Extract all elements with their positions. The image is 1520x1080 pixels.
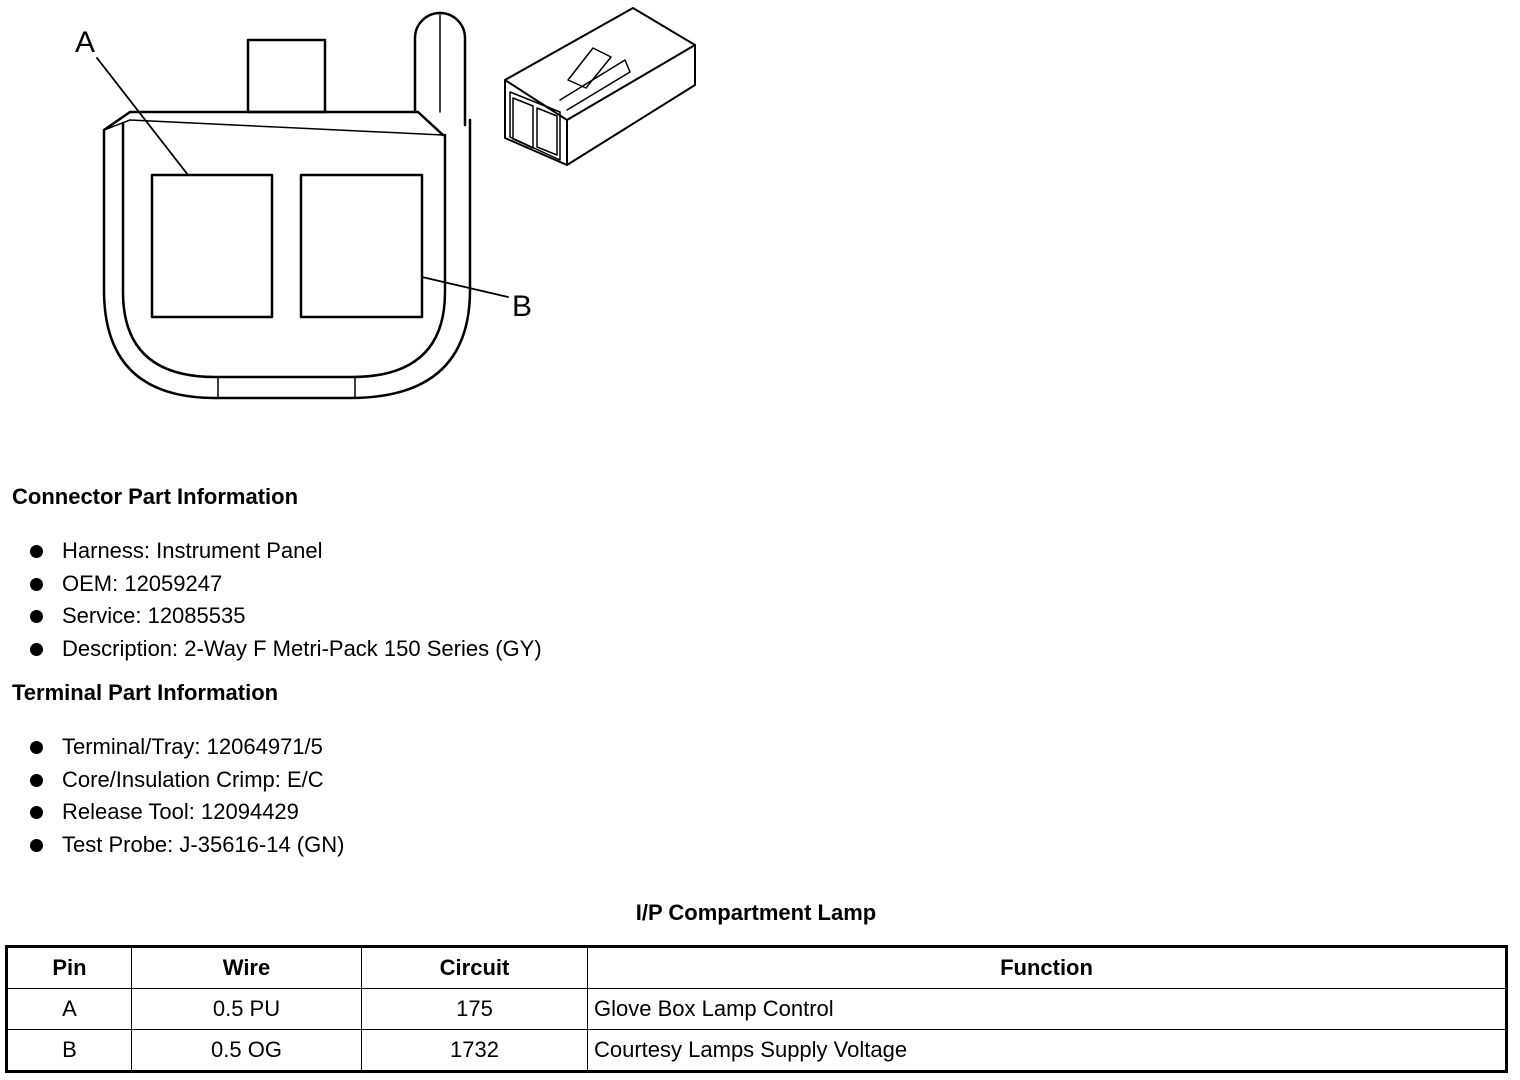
connector-face — [96, 11, 509, 400]
terminal-info-title: Terminal Part Information — [12, 680, 279, 705]
pinout-table: Pin Wire Circuit Function A 0.5 PU 175 G… — [5, 945, 1508, 1073]
header-pin: Pin — [6, 946, 132, 989]
terminal-info-list: Terminal/Tray: 12064971/5 Core/Insulatio… — [28, 731, 344, 862]
table-title: I/P Compartment Lamp — [635, 900, 877, 925]
bullet-icon — [30, 806, 43, 820]
list-item: Terminal/Tray: 12064971/5 — [28, 731, 344, 764]
cell-circuit: 175 — [361, 988, 588, 1030]
list-item: OEM: 12059247 — [28, 568, 542, 601]
table-row: B 0.5 OG 1732 Courtesy Lamps Supply Volt… — [6, 1029, 1507, 1072]
connector-diagram: A B — [75, 7, 696, 400]
cell-pin: A — [6, 988, 132, 1030]
list-item: Harness: Instrument Panel — [28, 535, 542, 568]
bullet-icon — [30, 610, 43, 624]
bullet-icon — [30, 773, 43, 787]
list-item: Core/Insulation Crimp: E/C — [28, 764, 344, 797]
cell-function: Courtesy Lamps Supply Voltage — [587, 1029, 1507, 1072]
cell-wire: 0.5 PU — [131, 988, 362, 1030]
cavity-a — [150, 173, 274, 319]
header-circuit: Circuit — [361, 946, 588, 989]
table-header-row: Pin Wire Circuit Function — [6, 946, 1507, 989]
list-item: Release Tool: 12094429 — [28, 796, 344, 829]
connector-info-title: Connector Part Information — [12, 484, 299, 509]
header-wire: Wire — [131, 946, 362, 989]
cell-circuit: 1732 — [361, 1029, 588, 1072]
cell-wire: 0.5 OG — [131, 1029, 362, 1072]
bullet-icon — [30, 741, 43, 754]
cell-function: Glove Box Lamp Control — [587, 988, 1507, 1030]
list-item: Description: 2-Way F Metri-Pack 150 Seri… — [28, 633, 542, 666]
bullet-icon — [30, 545, 43, 558]
bullet-icon — [30, 577, 43, 591]
table-row: A 0.5 PU 175 Glove Box Lamp Control — [6, 988, 1507, 1030]
list-item: Service: 12085535 — [28, 600, 542, 633]
connector-info-list: Harness: Instrument Panel OEM: 12059247 … — [28, 535, 542, 666]
callout-b: B — [512, 290, 532, 323]
connector-iso-view — [504, 7, 696, 166]
bullet-icon — [30, 643, 43, 657]
cell-pin: B — [6, 1029, 132, 1072]
bullet-icon — [30, 839, 43, 853]
list-item: Test Probe: J-35616-14 (GN) — [28, 829, 344, 862]
cavity-b — [299, 173, 424, 319]
header-function: Function — [587, 946, 1507, 989]
callout-a: A — [75, 26, 95, 59]
